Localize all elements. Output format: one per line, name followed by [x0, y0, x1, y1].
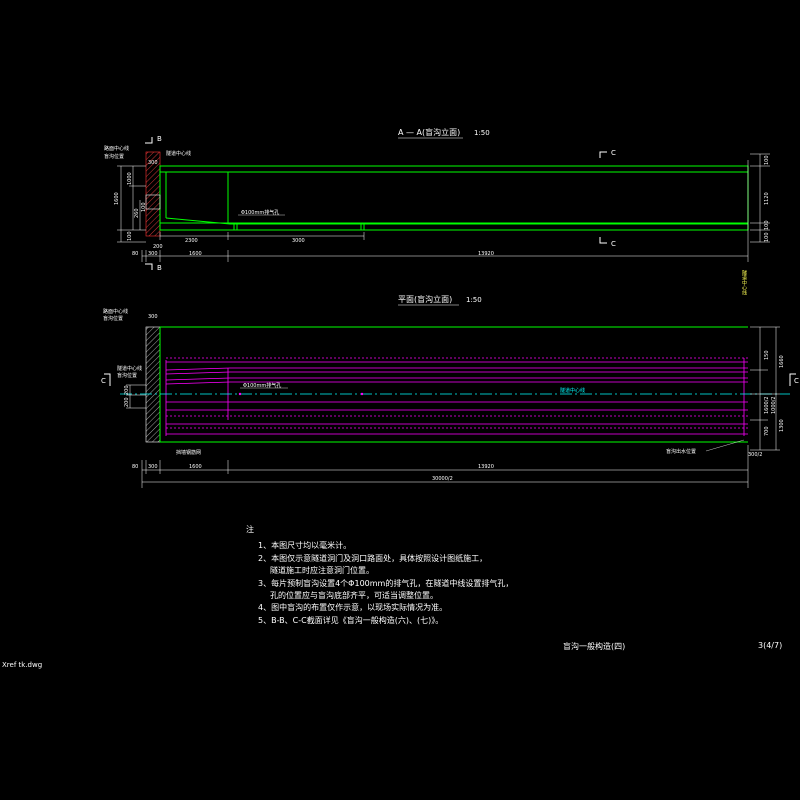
aa-dim-left-2: 260 [134, 208, 140, 218]
plan-dim-bottom-0: 80 [132, 464, 138, 470]
file-name: Xref tk.dwg [2, 661, 43, 669]
plan-dim-right-4: 700 [764, 426, 770, 436]
plan-dim-total: 30000/2 [432, 476, 453, 482]
plan-dim-left-3: 200 [124, 397, 130, 407]
plan-callout-left-4: 盲沟位置 [117, 372, 137, 379]
cut-mark-b-top [145, 137, 153, 144]
note-item-1: 1、本图尺寸均以毫米计。 [258, 541, 352, 551]
aa-small-dim-top: 300 [148, 160, 158, 166]
cut-label-c-top: C [611, 149, 616, 157]
aa-right-dimensions [747, 153, 770, 250]
plan-scale: 1:50 [466, 296, 482, 304]
vent-hole-2 [360, 392, 364, 396]
plan-corner-label: 300/2 [748, 452, 762, 458]
aa-dim-bottom2-0: 80 [132, 251, 138, 257]
plan-dim-right-3: 1000/2 [771, 396, 777, 414]
trench-slope-line [165, 217, 748, 225]
aa-dim-left-3: 100 [127, 231, 133, 241]
notes-block: 注 1、本图尺寸均以毫米计。 2、本图仅示意隧道洞门及洞口路面处，具体按照设计图… [246, 524, 566, 627]
aa-dim-bottom2-2: 1600 [189, 251, 202, 257]
section-plan: 平面(盲沟立面) 1:50 [101, 294, 799, 488]
right-vertical-label: 隧道中心线 [741, 269, 747, 295]
plan-cut-mark-c-right [789, 373, 796, 386]
section-aa-title: A — A(盲沟立面) [398, 127, 460, 137]
plan-dim-right-2: 1600/2 [764, 396, 770, 414]
cut-mark-c-bottom [599, 237, 607, 244]
plan-right-dimensions [750, 326, 780, 451]
plan-top-dim: 300 [148, 314, 158, 320]
vent-hole-1 [238, 392, 242, 396]
cut-mark-b-bottom [145, 263, 153, 270]
plan-dim-bottom-2: 1600 [189, 464, 202, 470]
aa-callout-top: 隧道中心线 [166, 150, 191, 157]
aa-dim-bottom2-1: 300 [148, 251, 158, 257]
plan-bottom-right-leader [705, 439, 745, 452]
notes-header: 注 [246, 525, 254, 534]
plan-end-wall-hatch [145, 326, 161, 443]
plan-cut-mark-c-left [104, 373, 111, 386]
plan-cut-label-c-left: C [101, 377, 106, 385]
aa-dim-left-0: 1600 [114, 192, 120, 205]
section-aa-scale: 1:50 [474, 129, 490, 137]
plan-title: 平面(盲沟立面) [398, 294, 452, 304]
aa-callout-left-1: 路面中心线 [104, 145, 129, 152]
aa-dim-right-1: 1120 [764, 192, 770, 205]
note-item-2: 2、本图仅示意隧道洞门及洞口路面处，具体按照设计图纸施工， [258, 553, 488, 563]
aa-dim-right-0: 100 [764, 155, 770, 165]
cut-label-b-bottom: B [157, 264, 162, 272]
plan-dim-right-1: 1660 [779, 355, 785, 368]
plan-dim-bottom-3: 13920 [478, 464, 494, 470]
note-item-2b: 隧道施工时应注意洞门位置。 [270, 566, 374, 576]
plan-callout-left-2: 盲沟位置 [103, 315, 123, 322]
note-item-4: 4、图中盲沟的布置仅作示意，以现场实际情况为准。 [258, 603, 448, 613]
drawing-title: 盲沟一般构造(四) [563, 642, 626, 651]
aa-dim-bottom1-1: 2300 [185, 238, 198, 244]
plan-bottom-left-label: 挡墙钢筋网 [176, 449, 201, 456]
plan-dim-left-2: 200 [124, 385, 130, 395]
plan-dim-bottom-1: 300 [148, 464, 158, 470]
plan-magenta-lines [165, 357, 748, 436]
aa-dim-left-4: 100 [141, 202, 147, 212]
plan-callout-left-1: 路面中心线 [103, 308, 128, 315]
plan-dim-right-5: 1300 [779, 419, 785, 432]
note-item-5: 5、B-B、C-C截面详见《盲沟一般构造(六)、(七)》。 [258, 615, 444, 625]
aa-left-dimensions [117, 165, 146, 243]
section-aa: A — A(盲沟立面) 1:50 B B C C Φ100mm排气孔 路面中心线 [104, 127, 770, 272]
aa-small-dim-0: 200 [153, 244, 163, 250]
aa-bottom-dimensions [141, 232, 749, 262]
plan-bottom-dimensions [141, 445, 749, 488]
sheet-number: 3(4/7) [758, 641, 783, 650]
cut-mark-c-top [599, 151, 607, 158]
trench-outline [159, 165, 749, 231]
plan-cut-label-c-right: C [794, 377, 799, 385]
aa-dim-right-3: 100 [764, 232, 770, 242]
plan-bottom-right-label: 盲沟出水位置 [666, 448, 696, 455]
plan-pipe-label: Φ100mm排气孔 [243, 382, 281, 389]
note-item-3b: 孔的位置应与盲沟底部齐平，可适当调整位置。 [270, 591, 438, 601]
aa-callout-left-2: 盲沟位置 [104, 153, 124, 160]
plan-callout-left-3: 隧道中心线 [117, 365, 142, 372]
plan-dim-right-0: 150 [764, 350, 770, 360]
plan-left-dimensions [126, 384, 146, 409]
aa-dim-bottom1-2: 3000 [292, 238, 305, 244]
cut-label-c-bottom: C [611, 240, 616, 248]
plan-center-label: 隧道中心线 [560, 387, 585, 394]
left-detail-box [145, 194, 161, 210]
aa-pipe-label: Φ100mm排气孔 [241, 209, 279, 216]
aa-dim-right-2: 100 [764, 220, 770, 230]
note-item-3: 3、每片预制盲沟设置4个Φ100mm的排气孔，在隧道中线设置排气孔， [258, 578, 514, 588]
cut-label-b-top: B [157, 135, 162, 143]
aa-dim-left-1: 1000 [127, 172, 133, 185]
aa-dim-bottom2-3: 13920 [478, 251, 494, 257]
